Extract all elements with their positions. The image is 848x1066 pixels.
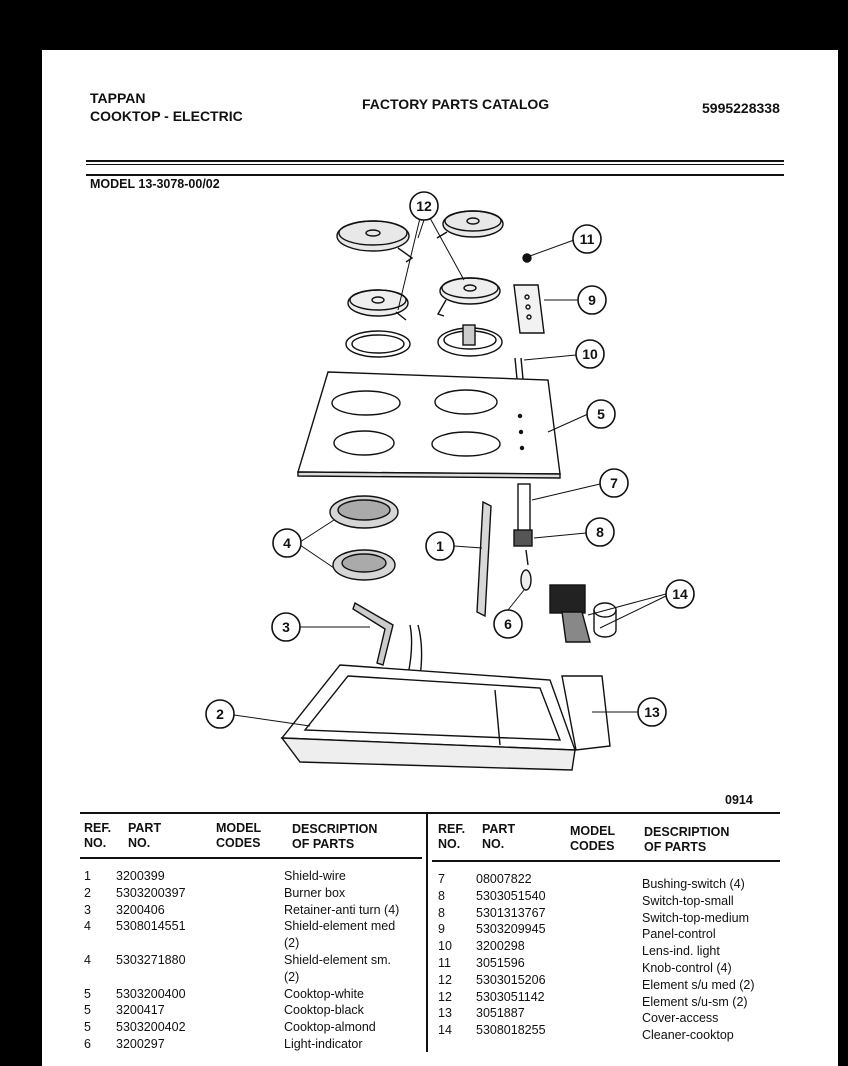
- svg-text:2: 2: [216, 706, 224, 722]
- callout-4: 4: [272, 528, 302, 558]
- svg-text:6: 6: [504, 616, 512, 632]
- svg-text:7: 7: [610, 475, 618, 491]
- callout-7: 7: [599, 468, 629, 498]
- svg-text:4: 4: [283, 535, 291, 551]
- table-divider: [426, 812, 428, 1052]
- svg-text:3: 3: [282, 619, 290, 635]
- svg-text:1: 1: [436, 538, 444, 554]
- table-rule-header-right: [432, 860, 780, 862]
- svg-text:8: 8: [596, 524, 604, 540]
- th-ref-right: REF.NO.: [438, 822, 466, 851]
- header-rule-thin: [86, 164, 784, 165]
- th-ref-left: REF.NO.: [84, 821, 112, 850]
- callout-12: 12: [409, 191, 439, 221]
- surface-element-front-right: [436, 277, 501, 317]
- header-rule-bottom: [86, 174, 784, 176]
- callout-1: 1: [425, 531, 455, 561]
- callout-5: 5: [586, 399, 616, 429]
- catalog-title: FACTORY PARTS CATALOG: [362, 96, 550, 112]
- table-rule-header-left: [80, 857, 422, 859]
- svg-text:14: 14: [672, 586, 688, 602]
- surface-element-rear-left: [336, 220, 414, 263]
- table-rule-top: [80, 812, 780, 814]
- burner-box: [280, 664, 577, 751]
- drip-bowl-left: [345, 330, 411, 358]
- callout-9: 9: [577, 285, 607, 315]
- brand-name: TAPPAN: [90, 90, 146, 106]
- surface-element-front-left: [347, 289, 409, 321]
- callout-6: 6: [493, 609, 523, 639]
- svg-text:12: 12: [416, 198, 432, 214]
- product-type: COOKTOP - ELECTRIC: [90, 108, 243, 124]
- catalog-number: 5995228338: [702, 100, 780, 116]
- callout-13: 13: [637, 697, 667, 727]
- callout-10: 10: [575, 339, 605, 369]
- callout-2: 2: [205, 699, 235, 729]
- svg-text:5: 5: [597, 406, 605, 422]
- table-row: (2): [284, 969, 300, 984]
- callout-14: 14: [665, 579, 695, 609]
- cooktop-top: [297, 371, 561, 475]
- table-row: (2): [284, 936, 300, 951]
- callout-8: 8: [585, 517, 615, 547]
- svg-text:13: 13: [644, 704, 660, 720]
- svg-text:11: 11: [580, 231, 595, 247]
- callout-3: 3: [271, 612, 301, 642]
- exploded-parts-diagram: 12 11 9 10 5 7 8 1 4 14 3 6 2 13: [205, 191, 695, 771]
- svg-text:9: 9: [588, 292, 596, 308]
- model-number: MODEL 13-3078-00/02: [90, 177, 220, 191]
- svg-text:10: 10: [582, 346, 598, 362]
- surface-element-rear-right: [436, 210, 504, 239]
- callout-11: 11: [572, 224, 602, 254]
- page-code: 0914: [725, 793, 753, 807]
- header-rule-top: [86, 160, 784, 162]
- scan-border-right: [836, 0, 848, 1066]
- scan-border-left: [0, 0, 42, 1066]
